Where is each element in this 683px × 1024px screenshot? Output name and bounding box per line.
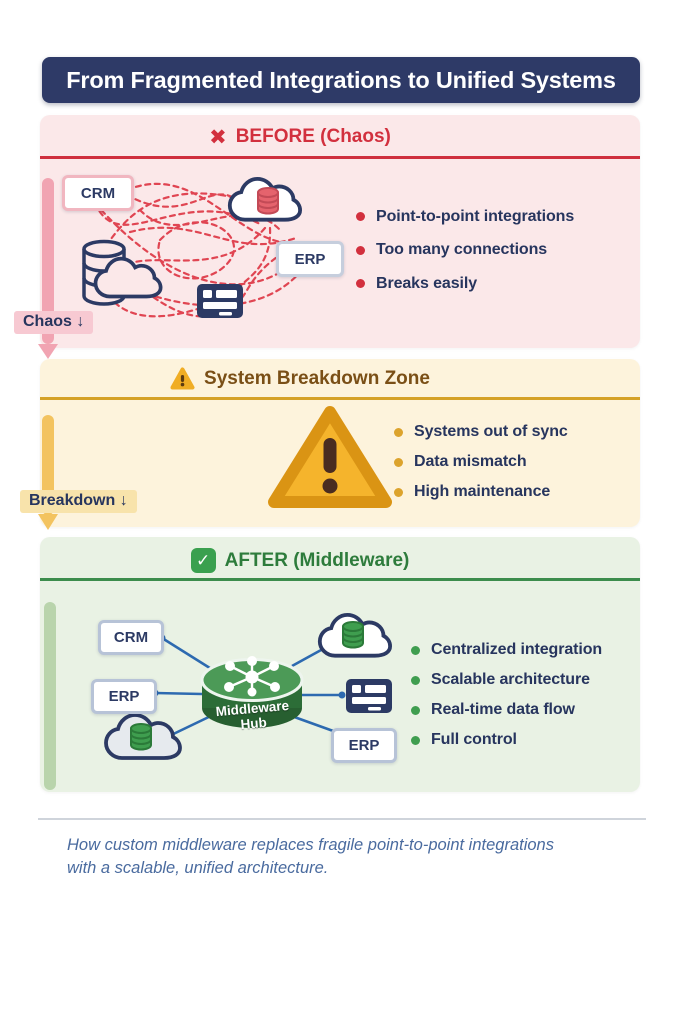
list-item: Scalable architecture — [411, 665, 602, 695]
crm-node: CRM — [62, 175, 134, 211]
after-bullet-list: Centralized integration Scalable archite… — [411, 635, 602, 755]
warning-triangle-icon — [268, 406, 392, 508]
server-icon — [346, 679, 392, 713]
after-side-bar — [44, 602, 56, 790]
after-diagram — [104, 612, 393, 760]
breakdown-bullet-list: Systems out of sync Data mismatch High m… — [394, 417, 568, 507]
bullet-icon — [394, 487, 403, 497]
breakdown-label: Breakdown ↓ — [20, 490, 137, 513]
before-header-label: BEFORE (Chaos) — [235, 126, 391, 147]
database-icon — [257, 187, 279, 215]
list-item: Full control — [411, 725, 602, 755]
list-item: Systems out of sync — [394, 417, 568, 447]
check-icon: ✓ — [190, 548, 216, 573]
chaos-arrow-head — [38, 344, 58, 359]
warning-icon — [170, 367, 195, 390]
server-icon — [197, 284, 243, 318]
before-diagram — [82, 176, 304, 318]
caption-line-2: with a scalable, unified architecture. — [67, 859, 329, 877]
after-header-label: AFTER (Middleware) — [224, 549, 410, 571]
before-section — [40, 115, 640, 348]
database-icon — [342, 621, 364, 649]
bullet-icon — [411, 675, 420, 685]
chaos-label: Chaos ↓ — [14, 311, 94, 334]
crm-node: CRM — [98, 620, 164, 655]
after-header: ✓ AFTER (Middleware) — [40, 548, 560, 573]
after-rule — [40, 578, 640, 581]
bullet-icon — [411, 645, 420, 655]
caption: How custom middleware replaces fragile p… — [67, 834, 607, 880]
chaos-arrow-shaft — [42, 178, 54, 344]
list-item: Point-to-point integrations — [356, 200, 574, 234]
list-item: Centralized integration — [411, 635, 602, 665]
list-item: Too many connections — [356, 234, 574, 268]
erp-label: ERP — [294, 250, 326, 268]
before-bullet-list: Point-to-point integrations Too many con… — [356, 200, 574, 301]
erp-label: ERP — [108, 688, 140, 705]
crm-label: CRM — [80, 184, 116, 202]
erp-node: ERP — [331, 728, 397, 763]
bullet-icon — [394, 427, 403, 437]
breakdown-header-label: System Breakdown Zone — [204, 367, 430, 389]
erp-node: ERP — [276, 241, 344, 277]
breakdown-rule — [40, 397, 640, 400]
list-item: Breaks easily — [356, 267, 574, 301]
bullet-icon — [356, 279, 365, 289]
cross-icon: ✖ — [209, 125, 227, 149]
crm-label: CRM — [113, 629, 149, 646]
list-item: Real-time data flow — [411, 695, 602, 725]
database-icon — [130, 723, 152, 751]
breakdown-arrow-head — [38, 514, 58, 530]
before-header: ✖ BEFORE (Chaos) — [40, 126, 560, 148]
page-title: From Fragmented Integrations to Unified … — [42, 57, 640, 103]
bullet-icon — [394, 457, 403, 467]
breakdown-header: System Breakdown Zone — [40, 367, 560, 390]
bullet-icon — [411, 735, 420, 745]
list-item: High maintenance — [394, 477, 568, 507]
caption-line-1: How custom middleware replaces fragile p… — [67, 836, 554, 854]
caption-divider — [38, 818, 646, 820]
bullet-icon — [356, 245, 365, 255]
middleware-hub-icon — [200, 656, 304, 728]
before-rule — [40, 156, 640, 159]
erp-node: ERP — [91, 679, 157, 714]
list-item: Data mismatch — [394, 447, 568, 477]
bullet-icon — [356, 212, 365, 222]
bullet-icon — [411, 705, 420, 715]
erp-label: ERP — [348, 737, 380, 754]
